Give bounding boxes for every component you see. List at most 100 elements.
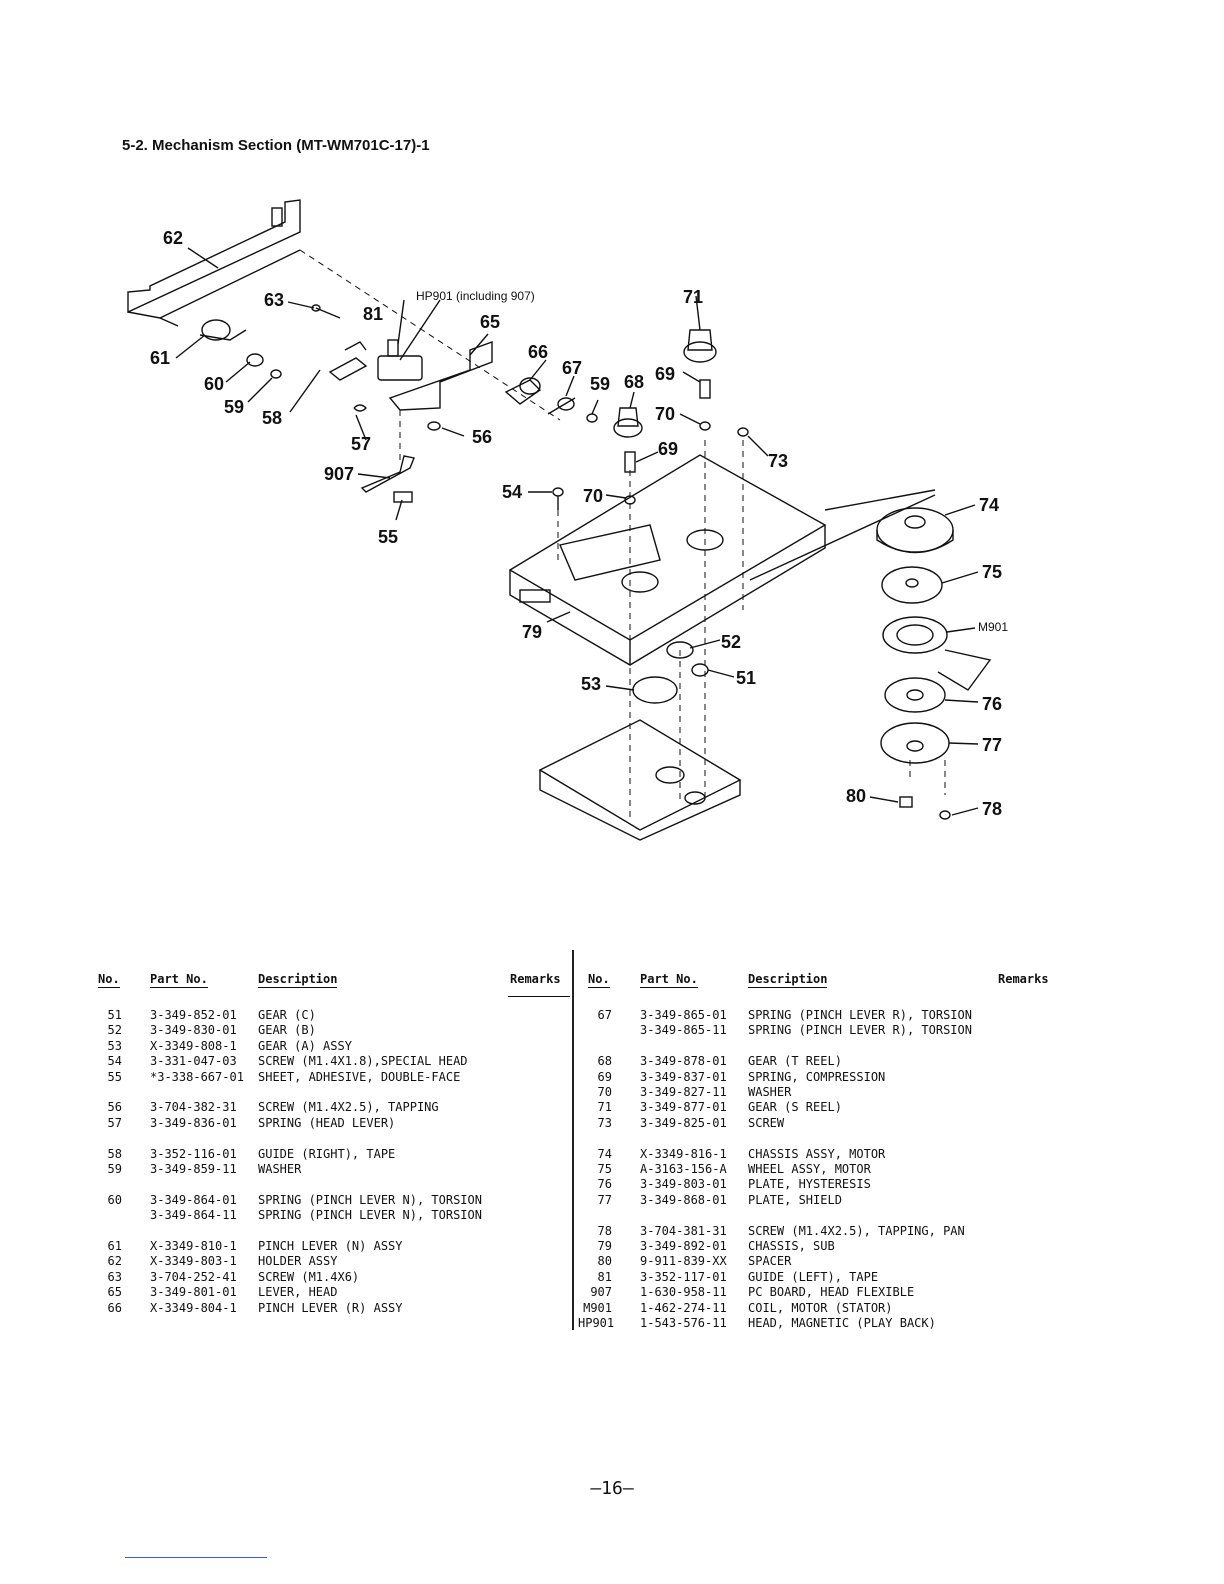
header-remarks-right: Remarks — [998, 972, 1049, 986]
part-description: SCREW (M1.4X1.8),SPECIAL HEAD — [258, 1054, 468, 1069]
part-description: GEAR (C) — [258, 1008, 316, 1022]
part-description: SCREW (M1.4X2.5), TAPPING, PAN — [748, 1223, 965, 1238]
part-number: 3-704-252-41 — [150, 1269, 237, 1284]
motor-stator-part — [882, 616, 948, 654]
gear-t-reel-part — [613, 418, 643, 438]
page-number: —16— — [590, 1478, 634, 1499]
callout-61: 61 — [150, 348, 170, 368]
part-number-index: 55 — [107, 1069, 122, 1084]
part-number-index: 69 — [597, 1069, 612, 1084]
part-number-index: 61 — [107, 1239, 122, 1253]
part-number: *3-338-667-01 — [150, 1069, 244, 1084]
section-title: 5-2. Mechanism Section (MT-WM701C-17)-1 — [122, 137, 430, 154]
part-number: 3-704-382-31 — [150, 1100, 237, 1115]
part-description: COIL, MOTOR (STATOR) — [748, 1300, 893, 1315]
part-number: 1-630-958-11 — [640, 1285, 727, 1300]
callout-53: 53 — [581, 674, 601, 694]
part-description: CHASSIS, SUB — [748, 1239, 835, 1253]
part-description: WASHER — [258, 1162, 302, 1176]
callout-73: 73 — [768, 451, 788, 471]
part-number: 3-349-801-01 — [150, 1285, 237, 1300]
part-number-index: 66 — [107, 1300, 122, 1315]
part-number-index: 907 — [590, 1285, 612, 1300]
part-number: 3-349-852-01 — [150, 1008, 237, 1022]
part-number-index: 59 — [107, 1162, 122, 1176]
header-description: Description — [258, 972, 338, 988]
part-description: PLATE, SHIELD — [748, 1192, 842, 1207]
part-number-index: 73 — [597, 1115, 612, 1130]
part-number-index: 52 — [107, 1023, 122, 1038]
part-number-index: 51 — [107, 1008, 122, 1022]
part-number-index: 74 — [597, 1146, 612, 1161]
shield-plate-part — [880, 722, 950, 764]
part-number: 3-349-864-11 — [150, 1208, 237, 1223]
part-number-index: 76 — [597, 1177, 612, 1192]
part-number: 1-462-274-11 — [640, 1300, 727, 1315]
part-description: SCREW (M1.4X6) — [258, 1269, 360, 1284]
callout-80: 80 — [846, 786, 866, 806]
part-number: 3-349-892-01 — [640, 1239, 727, 1253]
part-number-index: 53 — [107, 1038, 122, 1053]
part-description: LEVER, HEAD — [258, 1285, 338, 1300]
part-description: SPRING, COMPRESSION — [748, 1069, 886, 1084]
part-number: 3-349-827-11 — [640, 1085, 727, 1099]
part-number-index: 57 — [107, 1115, 122, 1130]
part-description: PLATE, HYSTERESIS — [748, 1177, 871, 1192]
callout-70-bottom: 70 — [583, 486, 603, 506]
header-part-no: Part No. — [150, 972, 208, 988]
callout-78: 78 — [982, 799, 1002, 819]
header-part-no-right: Part No. — [640, 972, 698, 988]
callout-68: 68 — [624, 372, 644, 392]
part-number-index: M901 — [583, 1300, 612, 1315]
part-number: 3-349-878-01 — [640, 1054, 727, 1069]
callout-60: 60 — [204, 374, 224, 394]
gear-c-part — [691, 663, 709, 677]
part-number: 9-911-839-XX — [640, 1254, 727, 1269]
part-description: SPACER — [748, 1254, 792, 1269]
callout-54: 54 — [502, 482, 522, 502]
callout-70-top: 70 — [655, 404, 675, 424]
callout-63: 63 — [264, 290, 284, 310]
part-number: X-3349-804-1 — [150, 1300, 237, 1315]
part-description: HOLDER ASSY — [258, 1254, 338, 1269]
part-number-index: 67 — [597, 1008, 612, 1022]
callout-62: 62 — [163, 228, 183, 248]
parts-table-right: No. Part No. Description Remarks 67 3-349… — [0, 972, 1224, 1332]
part-number: X-3349-808-1 — [150, 1038, 237, 1053]
part-number-index: 60 — [107, 1192, 122, 1207]
part-number: X-3349-803-1 — [150, 1254, 237, 1269]
callout-66: 66 — [528, 342, 548, 362]
callout-59-right: 59 — [590, 374, 610, 394]
part-description: SPRING (PINCH LEVER N), TORSION — [258, 1208, 482, 1223]
part-description: SCREW (M1.4X2.5), TAPPING — [258, 1100, 439, 1115]
part-number: 3-349-877-01 — [640, 1100, 727, 1115]
part-number: 1-543-576-11 — [640, 1316, 727, 1330]
part-description: SHEET, ADHESIVE, DOUBLE-FACE — [258, 1069, 461, 1084]
part-description: GEAR (T REEL) — [748, 1054, 842, 1069]
part-number-index: 58 — [107, 1146, 122, 1161]
part-number: 3-331-047-03 — [150, 1054, 237, 1069]
header-no: No. — [98, 972, 120, 988]
part-description: SCREW — [748, 1115, 785, 1130]
magnetic-head-part — [377, 355, 423, 381]
bottom-chassis-part — [538, 719, 742, 831]
exploded-mechanism-diagram: HP901 (including 907) M901 62 63 81 65 7… — [127, 199, 1008, 841]
pc-board-part — [360, 455, 415, 493]
callout-65: 65 — [480, 312, 500, 332]
gear-a-part — [632, 676, 678, 704]
part-number-index: 56 — [107, 1100, 122, 1115]
callout-52: 52 — [721, 632, 741, 652]
part-number: 3-349-865-11 — [640, 1023, 727, 1038]
holder-assy-part — [127, 199, 301, 314]
part-number-index: 75 — [597, 1162, 612, 1176]
header-remarks: Remarks — [510, 972, 561, 986]
gear-s-reel-part — [683, 341, 717, 363]
callout-69-top: 69 — [655, 364, 675, 384]
callout-75: 75 — [982, 562, 1002, 582]
part-number: 3-349-859-11 — [150, 1162, 237, 1176]
part-number-index: 54 — [107, 1054, 122, 1069]
callout-56: 56 — [472, 427, 492, 447]
part-number: 3-352-117-01 — [640, 1269, 727, 1284]
callout-81: 81 — [363, 304, 383, 324]
motor-wheel-part — [881, 566, 943, 604]
